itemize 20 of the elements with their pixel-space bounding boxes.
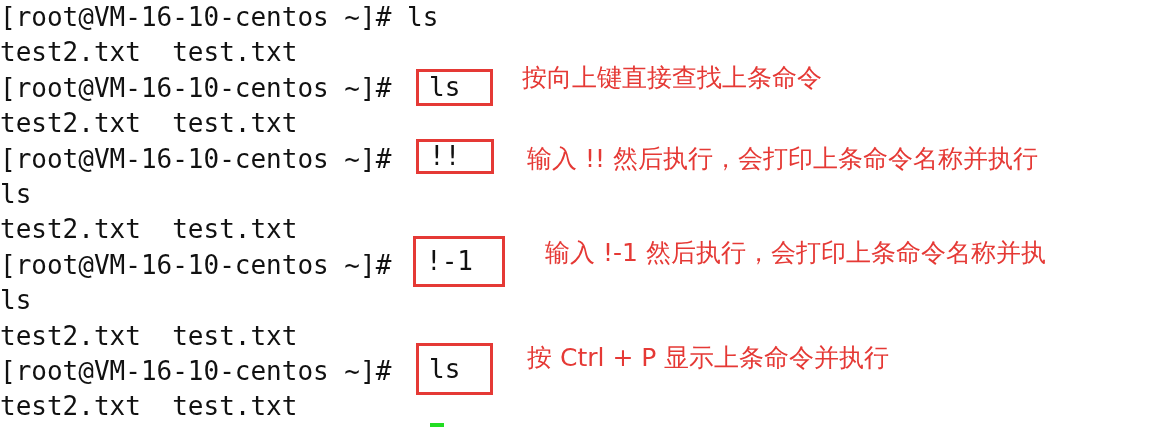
- highlight-box: !-1: [413, 236, 505, 287]
- command-echo: ls: [0, 178, 32, 211]
- highlight-box: ls: [416, 69, 493, 106]
- highlight-box: !!: [416, 139, 494, 174]
- annotation-text: 按向上键直接查找上条命令: [522, 62, 822, 94]
- annotation-text: 按 Ctrl + P 显示上条命令并执行: [527, 342, 890, 374]
- command-echo: ls: [0, 284, 32, 318]
- file-listing: test2.txt test.txt: [0, 390, 298, 424]
- shell-prompt: [root@VM-16-10-centos ~]#: [0, 248, 392, 282]
- shell-prompt: [root@VM-16-10-centos ~]#: [0, 355, 392, 388]
- annotation-text: 输入 !-1 然后执行，会打印上条命令名称并执: [545, 237, 1046, 269]
- shell-prompt: [root@VM-16-10-centos ~]# ls: [0, 1, 439, 34]
- shell-prompt: [root@VM-16-10-centos ~]#: [0, 71, 392, 105]
- file-listing: test2.txt test.txt: [0, 319, 298, 353]
- annotation-text: 输入 !! 然后执行，会打印上条命令名称并执行: [527, 143, 1038, 175]
- shell-prompt: [root@VM-16-10-centos ~]#: [0, 142, 392, 176]
- highlight-box: ls: [416, 343, 493, 395]
- file-listing: test2.txt test.txt: [0, 107, 298, 141]
- file-listing: test2.txt test.txt: [0, 213, 298, 247]
- file-listing: test2.txt test.txt: [0, 36, 298, 70]
